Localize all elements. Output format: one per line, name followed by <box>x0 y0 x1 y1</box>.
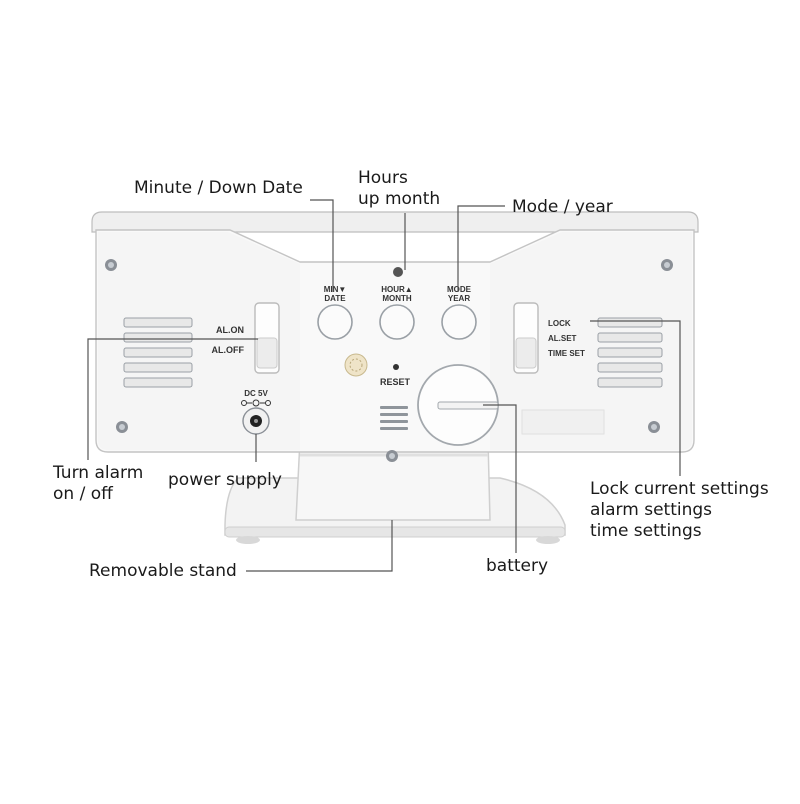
label-plate <box>521 409 605 435</box>
clock-back-shade-right <box>490 232 692 450</box>
time-set-label: TIME SET <box>548 349 585 358</box>
callout-mode: Mode / year <box>512 197 613 217</box>
buzzer <box>344 353 368 377</box>
callout-lock-line3: time settings <box>590 521 702 541</box>
callout-power: power supply <box>168 470 282 490</box>
callout-lock: Lock current settings alarm settings tim… <box>590 479 769 542</box>
screw-bottom-center <box>386 450 398 462</box>
month-label: MONTH <box>382 294 412 303</box>
screw-top-right <box>661 259 673 271</box>
leader-lines <box>87 199 681 572</box>
min-label: MIN▼ <box>324 285 347 294</box>
callout-stand: Removable stand <box>89 561 237 581</box>
screw-bottom-right <box>648 421 660 433</box>
reset-pinhole[interactable] <box>393 364 399 370</box>
callout-lock-line1: Lock current settings <box>590 479 769 499</box>
callout-minute: Minute / Down Date <box>134 178 303 198</box>
screw-bottom-left <box>116 421 128 433</box>
al-set-label: AL.SET <box>548 334 577 343</box>
callout-lock-line2: alarm settings <box>590 500 713 520</box>
leader-lock <box>590 320 681 476</box>
leader-alarm <box>87 338 258 460</box>
mode-year-button[interactable] <box>441 304 477 340</box>
speaker-grille <box>380 406 408 430</box>
vent-right <box>597 317 663 388</box>
dc-label: DC 5V <box>244 389 268 398</box>
lock-label: LOCK <box>548 319 571 328</box>
stand-foot-left <box>236 536 260 544</box>
date-label: DATE <box>324 294 346 303</box>
vent-left <box>123 317 193 388</box>
dc-polarity-icon <box>241 399 271 407</box>
al-off-label: AL.OFF <box>212 345 245 355</box>
leader-minute <box>310 199 334 292</box>
dc-jack[interactable] <box>242 407 270 435</box>
callout-alarm-line2: on / off <box>53 484 113 504</box>
al-on-label: AL.ON <box>216 325 244 335</box>
leader-stand <box>246 520 393 572</box>
stand-foot-right <box>536 536 560 544</box>
clock-top-rim <box>91 211 699 233</box>
mode-label: MODE <box>447 285 472 294</box>
callout-hours: Hours up month <box>358 168 440 210</box>
year-label: YEAR <box>448 294 470 303</box>
screw-top-left <box>105 259 117 271</box>
leader-battery <box>483 404 517 553</box>
callout-hours-line1: Hours <box>358 168 408 188</box>
callout-alarm: Turn alarm on / off <box>53 463 143 505</box>
hour-label: HOUR▲ <box>381 285 412 294</box>
top-hole <box>393 267 403 277</box>
leader-mode <box>457 205 505 292</box>
reset-label: RESET <box>380 377 411 387</box>
alarm-switch[interactable] <box>254 302 280 374</box>
min-date-button[interactable] <box>317 304 353 340</box>
lock-switch[interactable] <box>513 302 539 374</box>
hour-month-button[interactable] <box>379 304 415 340</box>
clock-back-shade <box>98 232 300 450</box>
stand-base-edge <box>224 526 566 538</box>
callout-hours-line2: up month <box>358 189 441 209</box>
callout-battery: battery <box>486 556 549 576</box>
callout-alarm-line1: Turn alarm <box>53 463 144 483</box>
